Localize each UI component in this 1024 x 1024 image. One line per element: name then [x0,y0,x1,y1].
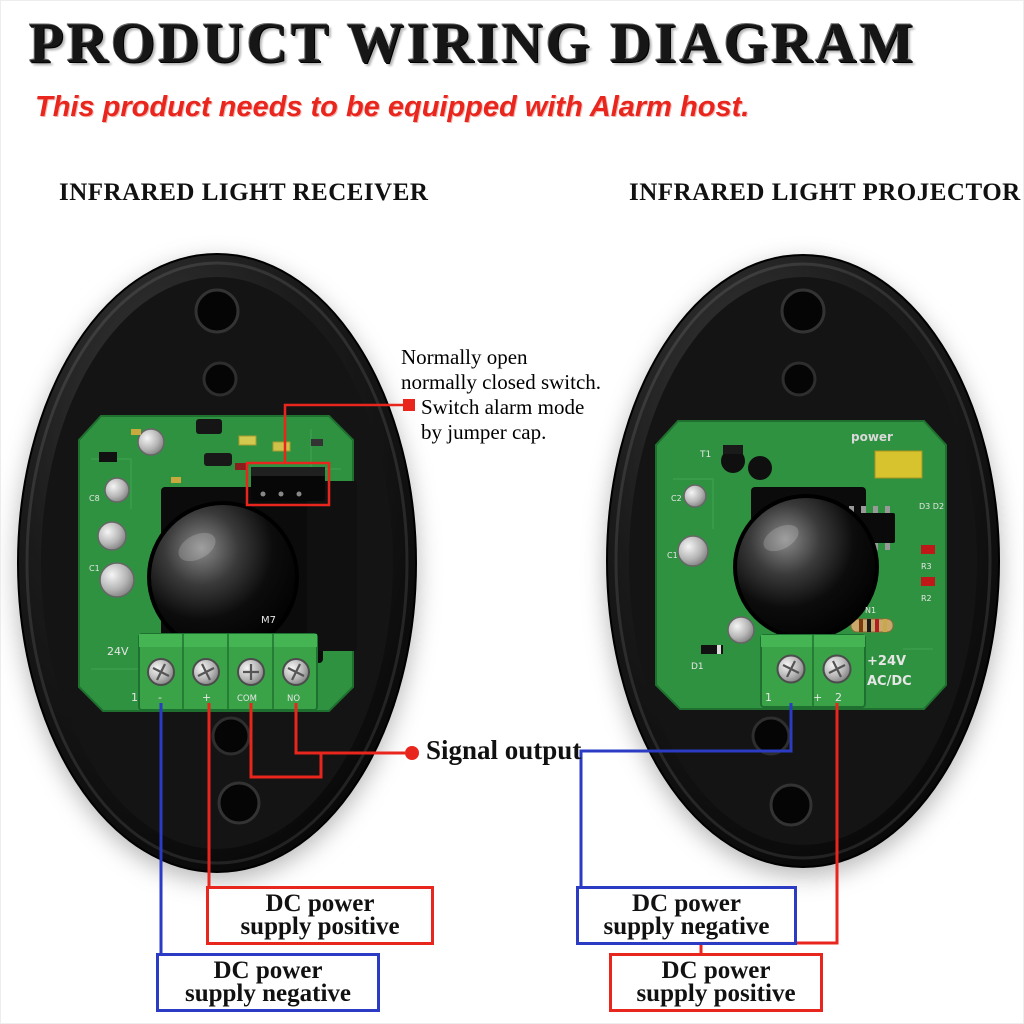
projector-dc-negative-line2: supply negative [603,913,770,940]
projector-silkscreen: power T1 C2 C1 D3 D2 R3 R2 N1 D1 +24V AC… [667,430,944,704]
receiver-silkscreen: 24V 1 - + COM NO M7 C8 C1 [89,494,300,704]
receiver-label-neg: - [158,691,162,704]
projector-label-n1: N1 [865,606,876,615]
projector-label-r3: R3 [921,562,932,571]
receiver-label-com: COM [237,694,257,704]
projector-label-power: power [851,430,893,444]
jumper-note: Normally open normally closed switch. Sw… [401,345,661,445]
receiver-dc-negative-box: DC power supply negative [156,953,380,1012]
jumper-note-line2: normally closed switch. [401,370,602,394]
receiver-dc-negative-line1: DC power [213,957,323,984]
projector-label-t1: T1 [699,450,711,460]
receiver-mounting-holes [194,288,261,825]
receiver-terminal-block [138,633,318,711]
jumper-note-line4: by jumper cap. [421,420,547,444]
terminal-screws [776,654,852,684]
projector-heading: INFRARED LIGHT PROJECTOR [629,179,1021,206]
receiver-photo-svg: 24V 1 - + COM NO M7 C8 C1 [17,253,417,873]
page-title: PRODUCT WIRING DIAGRAM [29,12,917,75]
receiver-dc-positive-line2: supply positive [240,913,400,940]
receiver-label-c1: C1 [89,564,100,573]
projector-dc-positive-box: DC power supply positive [609,953,823,1012]
projector-dc-positive-line1: DC power [661,957,771,984]
receiver-label-pos: + [202,691,211,704]
projector-label-c2: C2 [671,494,682,503]
receiver-device-photo: 24V 1 - + COM NO M7 C8 C1 [11,249,423,877]
projector-label-d1: D1 [691,662,704,672]
receiver-label-no: NO [287,694,300,704]
projector-terminal-block [760,634,866,708]
receiver-dc-negative-line2: supply negative [184,980,351,1007]
projector-lens [733,494,879,640]
receiver-heading: INFRARED LIGHT RECEIVER [59,179,429,206]
receiver-jumper-header [251,467,325,501]
projector-label-terminal1: 1 [765,691,772,704]
projector-label-terminal2: 2 [835,691,842,704]
terminal-screws [147,658,310,686]
projector-dc-negative-line1: DC power [631,890,741,917]
jumper-note-line1: Normally open [401,345,528,369]
jumper-note-line3: Switch alarm mode [421,395,585,419]
projector-label-c1: C1 [667,551,678,560]
receiver-dc-positive-box: DC power supply positive [206,886,434,945]
receiver-lens [147,501,299,653]
projector-label-plus: + [813,691,822,704]
projector-label-acdc: AC/DC [867,674,912,689]
receiver-dc-positive-line1: DC power [265,890,375,917]
projector-dc-positive-line2: supply positive [636,980,796,1007]
page-subtitle: This product needs to be equipped with A… [35,91,750,123]
receiver-label-voltage: 24V [107,645,129,658]
signal-output-label: Signal output [426,735,582,765]
projector-dc-negative-box: DC power supply negative [576,886,797,945]
receiver-label-c8: C8 [89,494,100,503]
receiver-label-m7: M7 [261,615,276,626]
projector-device-photo: power T1 C2 C1 D3 D2 R3 R2 N1 D1 +24V AC… [603,249,1003,877]
projector-label-r2: R2 [921,594,932,603]
projector-label-voltage: +24V [867,654,906,669]
receiver-label-terminal1: 1 [131,691,138,704]
projector-photo-svg: power T1 C2 C1 D3 D2 R3 R2 N1 D1 +24V AC… [606,254,1000,868]
receiver-components [97,419,323,598]
projector-label-d3d2: D3 D2 [919,502,944,511]
